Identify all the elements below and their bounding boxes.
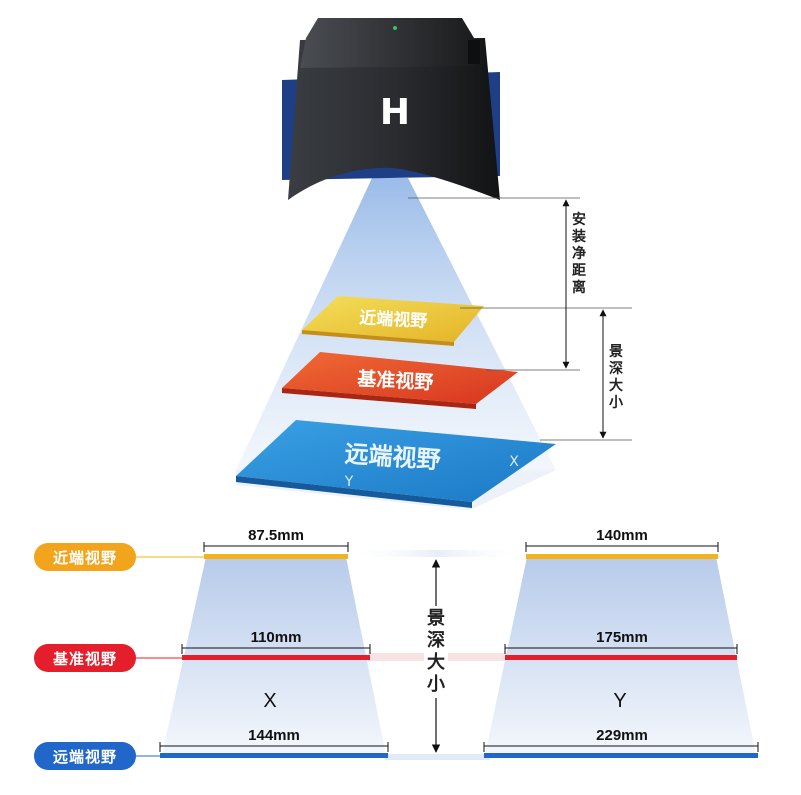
dof-label-bottom: 景深大小 (427, 608, 445, 695)
install-distance-label: 安装净距离 (572, 212, 586, 296)
camera-top (300, 18, 474, 68)
x-far-width: 144mm (248, 727, 300, 744)
install-distance-dimension (408, 197, 632, 441)
near-fov-plate: 近端视野 (302, 296, 484, 346)
near-fov-plate-label: 近端视野 (359, 307, 428, 332)
x-axis-label: X (263, 690, 277, 712)
far-fov-plate-label: 远端视野 (344, 440, 442, 475)
far-plate-axis-x: X (509, 454, 519, 470)
camera-logo: H (380, 92, 410, 133)
reference-fov-plate: 基准视野 (282, 352, 518, 409)
camera-connector (468, 40, 480, 64)
near-bridge (345, 550, 530, 557)
y-near-width: 140mm (596, 527, 648, 544)
dof-label-top: 景深大小 (609, 344, 623, 411)
x-near-bar (204, 554, 348, 559)
y-far-width: 229mm (596, 727, 648, 744)
x-section-panel (159, 542, 389, 758)
y-reference-bar (505, 655, 737, 660)
x-near-width: 87.5mm (248, 527, 304, 544)
near-fov-pill: 近端视野 (34, 543, 136, 571)
y-axis-label: Y (613, 690, 627, 712)
far-plate-axis-y: Y (344, 474, 354, 490)
far-fov-plate: 远端视野 X Y (236, 420, 556, 508)
camera-body (288, 38, 500, 200)
far-bridge (385, 754, 490, 760)
y-far-bar (484, 753, 758, 758)
x-reference-bar (182, 655, 370, 660)
camera: H (282, 18, 500, 200)
x-reference-width: 110mm (250, 629, 302, 646)
y-near-bar (526, 554, 718, 559)
status-led-icon (393, 26, 397, 30)
reference-fov-plate-label: 基准视野 (356, 367, 434, 394)
y-reference-width: 175mm (596, 629, 648, 646)
reference-fov-pill: 基准视野 (34, 644, 136, 672)
x-far-bar (160, 753, 388, 758)
far-fov-pill: 远端视野 (34, 742, 136, 770)
dof-arrow-label-bg (424, 606, 448, 698)
y-section-panel (483, 542, 759, 758)
